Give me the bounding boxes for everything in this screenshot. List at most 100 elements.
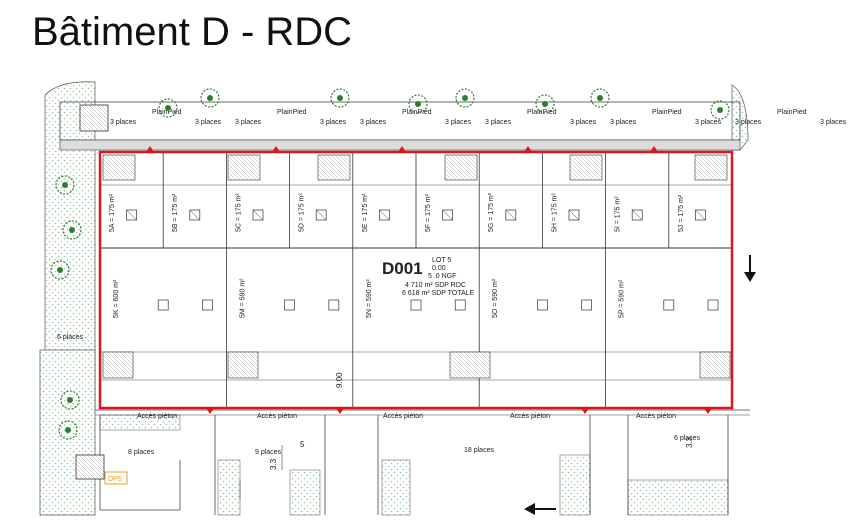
unit-label: 5A = 175 m² xyxy=(109,193,116,232)
tree-icon xyxy=(330,88,350,108)
parking-type-label: PlainPied xyxy=(277,109,307,116)
column-mark xyxy=(454,299,466,311)
tree-trunk xyxy=(62,182,68,188)
arrow-icon xyxy=(524,503,556,515)
parking-top-label: 3 places xyxy=(235,119,262,126)
stair-blocks xyxy=(102,154,731,379)
parking-top-label: 3 places xyxy=(820,119,847,126)
unit-label: 5O = 590 m² xyxy=(492,278,499,318)
unit-label: 5J = 175 m² xyxy=(678,194,685,232)
tree-icon xyxy=(50,260,70,280)
tree-trunk xyxy=(207,95,213,101)
access-label: Accès piéton xyxy=(383,413,423,420)
unit-label: 5D = 175 m² xyxy=(299,193,306,232)
parking-top-label: 3 places xyxy=(320,119,347,126)
dimension-label: 9.00 xyxy=(335,372,344,388)
column-mark xyxy=(631,209,643,221)
building-info-line: LOT 5 xyxy=(432,257,451,264)
entrance-markers xyxy=(146,146,712,414)
tree-icon xyxy=(62,220,82,240)
unit-label: 5G = 175 m² xyxy=(488,192,495,232)
parking-top-label: 3 places xyxy=(610,119,637,126)
tree-trunk xyxy=(65,427,71,433)
tree-trunk xyxy=(717,107,723,113)
parking-top-label: 3 places xyxy=(735,119,762,126)
building-info-line: 4 710 m² SDP RDC xyxy=(405,282,466,289)
landscape-zones xyxy=(39,81,749,516)
access-label: Accès piéton xyxy=(510,413,550,420)
parking-top-label: 3 places xyxy=(485,119,512,126)
parking-top-label: 3 places xyxy=(110,119,137,126)
tree-trunk xyxy=(542,101,548,107)
access-label: Accès piéton xyxy=(636,413,676,420)
access-label: Accès piéton xyxy=(257,413,297,420)
column-mark xyxy=(537,299,548,311)
column-mark xyxy=(284,299,295,311)
column-mark xyxy=(157,299,169,311)
parking-type-label: PlainPied xyxy=(152,109,182,116)
parking-bottom-label: 6 places xyxy=(674,435,701,442)
unit-label: 5P = 590 m² xyxy=(619,279,626,318)
tree-icon xyxy=(158,98,178,118)
page-title: Bâtiment D - RDC xyxy=(32,10,353,54)
building-info-line: 6 618 m² SDP TOTALE xyxy=(402,290,475,297)
column-mark xyxy=(442,209,453,221)
parking-top-label: 3 places xyxy=(195,119,222,126)
tree-trunk xyxy=(415,101,421,107)
column-mark-cross xyxy=(252,209,264,221)
parking-top-label: 3 places xyxy=(445,119,472,126)
column-mark-cross xyxy=(695,209,706,221)
tree-icon xyxy=(710,100,730,120)
parking-top-label: 3 places xyxy=(695,119,722,126)
tree-icon xyxy=(408,94,428,114)
column-mark xyxy=(126,209,137,221)
column-mark-cross xyxy=(505,209,516,221)
column-mark-cross xyxy=(379,209,390,221)
parking-bottom-label: 18 places xyxy=(464,447,494,454)
tree-icons xyxy=(50,88,730,440)
tree-trunk xyxy=(337,95,343,101)
tree-icon xyxy=(55,175,75,195)
column-mark xyxy=(663,299,675,311)
unit-label: 5B = 175 m² xyxy=(172,193,179,232)
column-mark-cross xyxy=(442,209,453,221)
parking-type-label: PlainPied xyxy=(777,109,807,116)
tree-trunk xyxy=(67,397,73,403)
column-mark xyxy=(581,299,592,311)
building-id: D001 xyxy=(382,259,423,278)
tree-icon xyxy=(58,420,78,440)
building-info-line: 5 .0 NGF xyxy=(428,273,456,280)
tree-icon xyxy=(455,88,475,108)
column-mark xyxy=(315,209,327,221)
column-mark xyxy=(410,299,422,311)
dimension-label: 5 xyxy=(300,440,305,449)
utility-block xyxy=(79,104,109,132)
parking-type-label: PlainPied xyxy=(527,109,557,116)
tree-icon xyxy=(200,88,220,108)
unit-label: 5E = 175 m² xyxy=(362,193,369,232)
column-mark xyxy=(189,209,201,221)
unit-label: 5C = 175 m² xyxy=(235,193,242,232)
unit-label: 5H = 175 m² xyxy=(551,193,558,232)
unit-label: 5F = 175 m² xyxy=(425,193,432,232)
dimension-label: 3.3 xyxy=(685,436,694,448)
tree-icon xyxy=(535,94,555,114)
column-mark xyxy=(707,299,719,311)
unit-label: 5M = 590 m² xyxy=(239,278,246,318)
arrow-icon xyxy=(744,255,756,282)
unit-label: 5K = 600 m² xyxy=(113,279,120,318)
building-info-line: 0.00 xyxy=(432,265,446,272)
building-outline xyxy=(98,150,734,410)
badge xyxy=(104,471,128,485)
tree-icon xyxy=(590,88,610,108)
tree-trunk xyxy=(462,95,468,101)
access-label: Accès piéton xyxy=(137,413,177,420)
column-mark-cross xyxy=(126,209,137,221)
parking-top-label: 3 places xyxy=(360,119,387,126)
column-mark xyxy=(695,209,706,221)
column-mark xyxy=(328,299,340,311)
badge-label: DP5 xyxy=(108,476,122,483)
tree-trunk xyxy=(165,105,171,111)
column-mark-cross xyxy=(316,209,327,221)
